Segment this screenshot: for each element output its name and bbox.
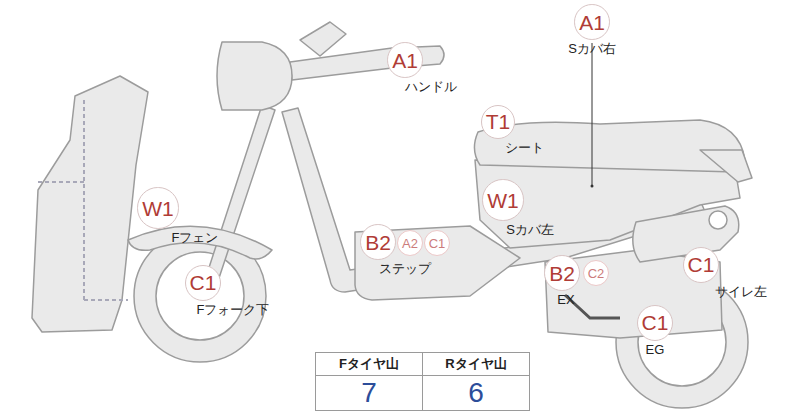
front-fender [128,226,272,259]
tail [700,150,752,182]
damage-callout: A1ハンドル [387,42,423,78]
front-fork [203,105,275,290]
steering-column [300,22,346,56]
damage-callout: W1Sカバ左 [482,179,524,221]
damage-code: C1 [190,272,217,293]
part-name: EX [557,293,574,307]
damage-code: C1 [429,237,446,250]
damage-code: A2 [402,237,418,250]
leader-line [592,43,593,186]
seat [474,120,745,172]
step-floor [355,226,520,300]
damage-callout: B2EX [544,255,580,291]
engine [545,250,722,338]
part-name: Fフォーク下 [197,303,270,317]
part-name: ステップ [379,262,431,276]
panel-line [83,100,85,300]
damage-code: B2 [365,232,391,253]
table-value: 6 [422,375,530,411]
damage-callout: T1シート [481,105,516,140]
damage-code: W1 [487,190,519,211]
damage-callout: A1Sカバ右 [574,4,610,40]
headlight-cover [217,42,292,110]
table-header: Fタイヤ山 [315,352,423,376]
part-name: Sカバ右 [568,42,616,56]
damage-code: A1 [579,12,605,33]
front-rim [156,252,244,340]
damage-code: W1 [142,198,174,219]
sub-callout: C2 [583,260,610,287]
part-name: EG [646,343,665,357]
part-name: Sカバ左 [506,223,554,237]
damage-code: C1 [688,254,715,275]
damage-code: B2 [549,263,575,284]
part-name: ハンドル [405,80,457,94]
sub-callout: A2 [397,230,423,256]
table-header: Rタイヤ山 [422,352,530,376]
damage-code: C1 [642,312,669,333]
panel-line [84,299,128,301]
damage-callout: C1サイレ左 [683,247,720,284]
damage-code: A1 [392,50,418,71]
damage-callout: C1EG [637,305,674,342]
front-shield [32,76,148,332]
muffler-end [709,211,727,229]
part-name: サイレ左 [715,285,767,299]
sub-callout: C1 [424,230,451,257]
part-name: Fフェン [172,231,219,245]
leader-dot [591,185,594,188]
damage-code: T1 [486,111,511,132]
damage-callout: W1Fフェン [137,187,179,229]
table-value: 7 [315,375,423,411]
damage-callout: C1Fフォーク下 [185,265,222,302]
damage-code: C2 [588,267,605,280]
damage-callout: B2ステップ [360,224,396,260]
part-name: シート [505,141,544,155]
panel-line [38,181,84,183]
